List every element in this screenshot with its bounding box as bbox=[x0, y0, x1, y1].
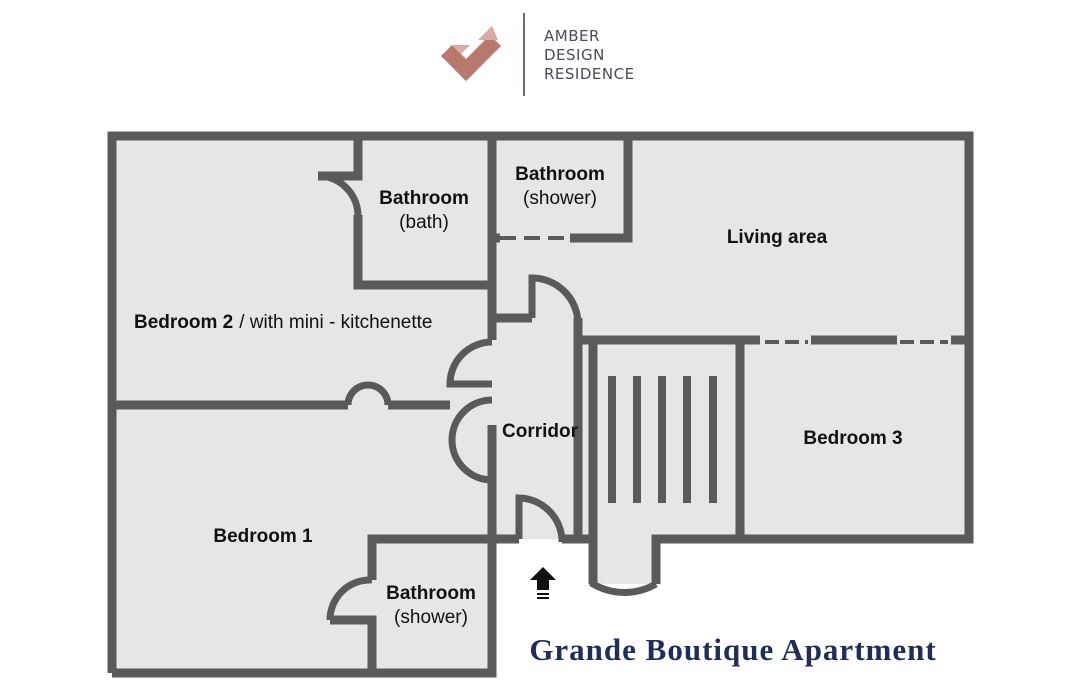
bathroom-shower-bottom-label: Bathroom bbox=[386, 583, 476, 604]
bedroom-2-label: Bedroom 2/ with mini - kitchenette bbox=[134, 312, 433, 333]
bathroom-bath-sublabel: (bath) bbox=[399, 212, 449, 233]
living-area-label: Living area bbox=[727, 227, 828, 248]
corridor-label: Corridor bbox=[502, 421, 579, 442]
brand-line-2: DESIGN bbox=[544, 46, 605, 64]
bathroom-bath-label: Bathroom bbox=[379, 188, 469, 209]
brand-line-1: AMBER bbox=[544, 27, 600, 45]
entrance-arrow-icon bbox=[530, 567, 556, 599]
door-swings bbox=[317, 172, 658, 621]
bathroom-shower-bottom-sublabel: (shower) bbox=[394, 607, 468, 628]
bathroom-shower-top-label: Bathroom bbox=[515, 164, 605, 185]
brand-logo: AMBER DESIGN RESIDENCE bbox=[441, 13, 635, 96]
brand-line-3: RESIDENCE bbox=[544, 65, 635, 83]
room-labels: Bedroom 2/ with mini - kitchenette Bathr… bbox=[134, 164, 903, 628]
bedroom-3-label: Bedroom 3 bbox=[803, 428, 902, 449]
bedroom-1-label: Bedroom 1 bbox=[213, 526, 313, 547]
amber-logo-icon bbox=[441, 26, 501, 81]
dashed-openings bbox=[500, 236, 948, 344]
apartment-title: Grande Boutique Apartment bbox=[529, 632, 936, 667]
bathroom-shower-top-sublabel: (shower) bbox=[523, 188, 597, 209]
stairs bbox=[608, 376, 717, 503]
